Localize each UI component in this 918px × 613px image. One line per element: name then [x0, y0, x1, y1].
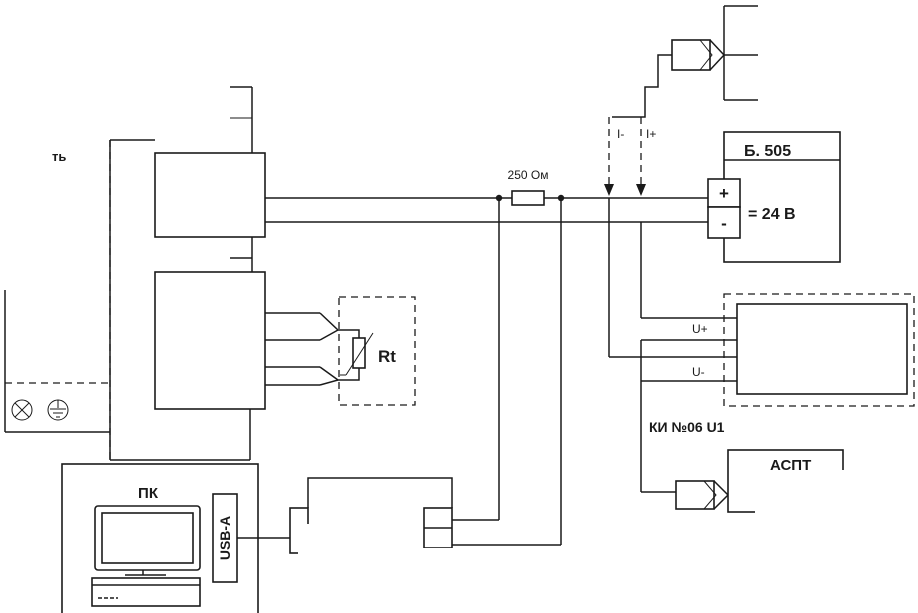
pc-label: ПК	[138, 485, 159, 502]
resistor-label: 250 Ом	[508, 168, 549, 182]
ki-label: КИ №06 U1	[649, 419, 725, 435]
mask-overlays	[755, 0, 918, 613]
left-cabinet: ть	[4, 139, 251, 461]
current-plus-label: I+	[646, 127, 656, 141]
power-supply: Б. 505 + - = 24 В	[707, 131, 841, 263]
psu-partial-title: Б. 505	[744, 143, 791, 160]
rt-label: Rt	[378, 347, 396, 366]
voltage-meter: U+ U- КИ №06 U1	[608, 198, 915, 492]
system-unit-icon	[91, 577, 201, 607]
loop-wires	[265, 194, 708, 546]
current-minus-label: I-	[617, 127, 624, 141]
pc: ПК USB-A	[61, 463, 259, 613]
psu-voltage-label: = 24 В	[748, 206, 796, 223]
rt-sensor: Rt	[265, 296, 416, 406]
terminal-block-lower	[154, 271, 266, 410]
resistor-250-ohm: 250 Ом	[508, 168, 549, 206]
indicator-lamp-icon	[11, 399, 33, 421]
bottom-right-partial-label: АСПТ	[770, 457, 811, 474]
usb-interface	[237, 477, 460, 613]
u-plus-label: U+	[692, 322, 708, 336]
ground-icon	[47, 399, 69, 421]
connector-top	[612, 5, 758, 118]
usb-label: USB-A	[217, 516, 233, 560]
u-minus-label: U-	[692, 365, 705, 379]
computer-monitor-icon	[94, 505, 201, 576]
partial-label-top-left: ть	[52, 149, 66, 164]
psu-minus-label: -	[721, 214, 727, 233]
terminal-block-upper	[154, 86, 266, 272]
current-probes: I- I+	[604, 117, 656, 196]
psu-plus-label: +	[719, 184, 729, 203]
